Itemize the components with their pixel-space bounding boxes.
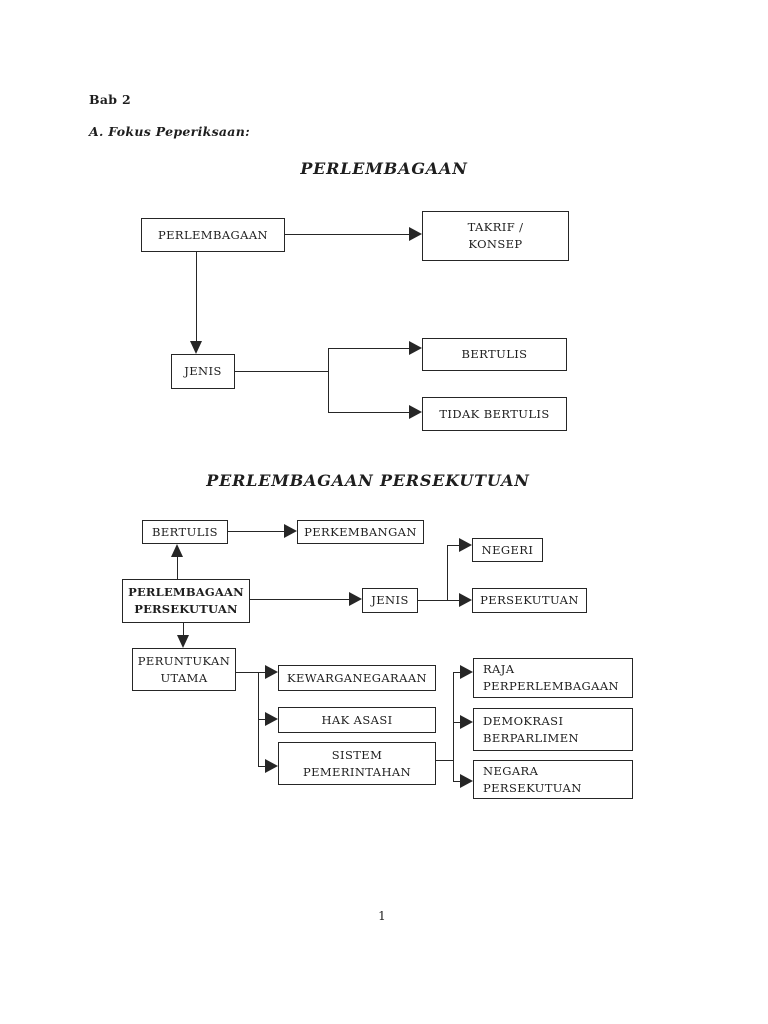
- connector-peruntukan-spine: [236, 672, 259, 674]
- node-tidak-bertulis: TIDAK BERTULIS: [422, 397, 567, 431]
- node-demokrasi-berparlimen: DEMOKRASI BERPARLIMEN: [473, 708, 633, 751]
- node-takrif-konsep: TAKRIF / KONSEP: [422, 211, 569, 261]
- arrowhead-kewarganegaraan: [265, 665, 278, 679]
- node-perlembagaan: PERLEMBAGAAN: [141, 218, 285, 252]
- connector-perlembagaan-takrif: [285, 234, 409, 236]
- connector-root-peruntukan: [183, 623, 185, 636]
- node-negeri: NEGERI: [472, 538, 543, 562]
- arrowhead-negara: [460, 774, 473, 788]
- connector-spine-sistem: [258, 766, 265, 768]
- node-raja-perperlembagaan: RAJA PERPERLEMBAGAAN: [473, 658, 633, 698]
- connector-split-tidak-bertulis: [328, 412, 409, 414]
- arrowhead-raja: [460, 665, 473, 679]
- connector-spine-kewarganegaraan: [258, 672, 265, 674]
- arrowhead-jenis-1: [190, 341, 202, 354]
- connector-root-jenis: [250, 599, 349, 601]
- connector-junction-persekutuan: [448, 600, 459, 602]
- node-sistem-pemerintahan: SISTEM PEMERINTAHAN: [278, 742, 436, 785]
- chapter-heading: Bab 2: [89, 92, 131, 107]
- node-persekutuan: PERSEKUTUAN: [472, 588, 587, 613]
- node-bertulis-2: BERTULIS: [142, 520, 228, 544]
- node-bertulis-1: BERTULIS: [422, 338, 567, 371]
- arrowhead-perkembangan: [284, 524, 297, 538]
- arrowhead-sistem: [265, 759, 278, 773]
- connector-bertulis-perkembangan: [228, 531, 284, 533]
- connector-split-vertical: [328, 348, 330, 413]
- connector-jenis-junction: [418, 600, 448, 602]
- arrowhead-persekutuan: [459, 593, 472, 607]
- connector-jenis-split: [235, 371, 329, 373]
- connector-split-bertulis: [328, 348, 409, 350]
- connector-junction-vertical: [447, 545, 449, 601]
- section-heading: A. Fokus Peperiksaan:: [89, 124, 251, 139]
- node-jenis-2: JENIS: [362, 588, 418, 613]
- arrowhead-tidak-bertulis: [409, 405, 422, 419]
- diagram1-title: PERLEMBAGAAN: [300, 159, 468, 178]
- node-perlembagaan-persekutuan: PERLEMBAGAAN PERSEKUTUAN: [122, 579, 250, 623]
- node-jenis-1: JENIS: [171, 354, 235, 389]
- node-negara-persekutuan: NEGARA PERSEKUTUAN: [473, 760, 633, 799]
- connector-spine-hak-asasi: [258, 719, 265, 721]
- arrowhead-demokrasi: [460, 715, 473, 729]
- arrowhead-hak-asasi: [265, 712, 278, 726]
- arrowhead-jenis-2: [349, 592, 362, 606]
- node-peruntukan-utama: PERUNTUKAN UTAMA: [132, 648, 236, 691]
- connector-sistem-spine2: [436, 760, 454, 762]
- connector-junction-negeri: [448, 545, 459, 547]
- node-perkembangan: PERKEMBANGAN: [297, 520, 424, 544]
- connector-spine2-demokrasi: [453, 722, 460, 724]
- arrowhead-bertulis-2: [171, 544, 183, 557]
- connector-spine-2: [453, 672, 455, 782]
- arrowhead-bertulis-1: [409, 341, 422, 355]
- diagram2-title: PERLEMBAGAAN PERSEKUTUAN: [206, 471, 530, 490]
- connector-root-bertulis: [177, 556, 179, 579]
- arrowhead-peruntukan: [177, 635, 189, 648]
- connector-spine2-raja: [453, 672, 460, 674]
- arrowhead-negeri: [459, 538, 472, 552]
- connector-perlembagaan-jenis: [196, 252, 198, 341]
- connector-spine2-negara: [453, 781, 460, 783]
- page-number: 1: [378, 909, 386, 923]
- node-hak-asasi: HAK ASASI: [278, 707, 436, 733]
- arrowhead-takrif: [409, 227, 422, 241]
- node-kewarganegaraan: KEWARGANEGARAAN: [278, 665, 436, 691]
